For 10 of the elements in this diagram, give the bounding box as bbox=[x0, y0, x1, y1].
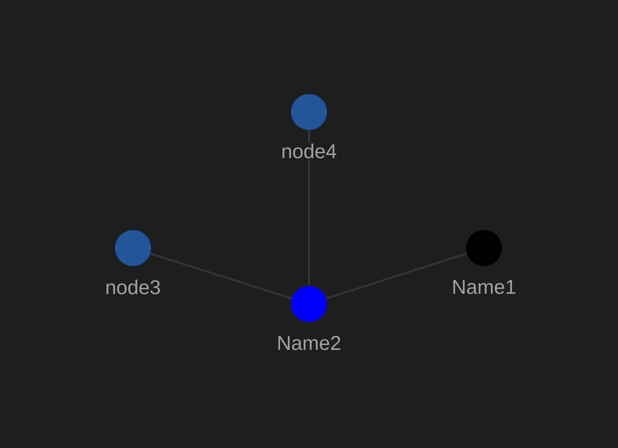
connector-line bbox=[326, 252, 467, 300]
node-dot bbox=[291, 94, 327, 130]
node-label: node3 bbox=[104, 278, 162, 296]
node-dot bbox=[291, 286, 327, 322]
node-label: node4 bbox=[280, 142, 338, 160]
node-dot bbox=[115, 230, 151, 266]
connector-line bbox=[150, 252, 292, 300]
node-label: Name2 bbox=[276, 334, 342, 352]
node-dot bbox=[466, 230, 502, 266]
node-label: Name1 bbox=[450, 279, 518, 295]
